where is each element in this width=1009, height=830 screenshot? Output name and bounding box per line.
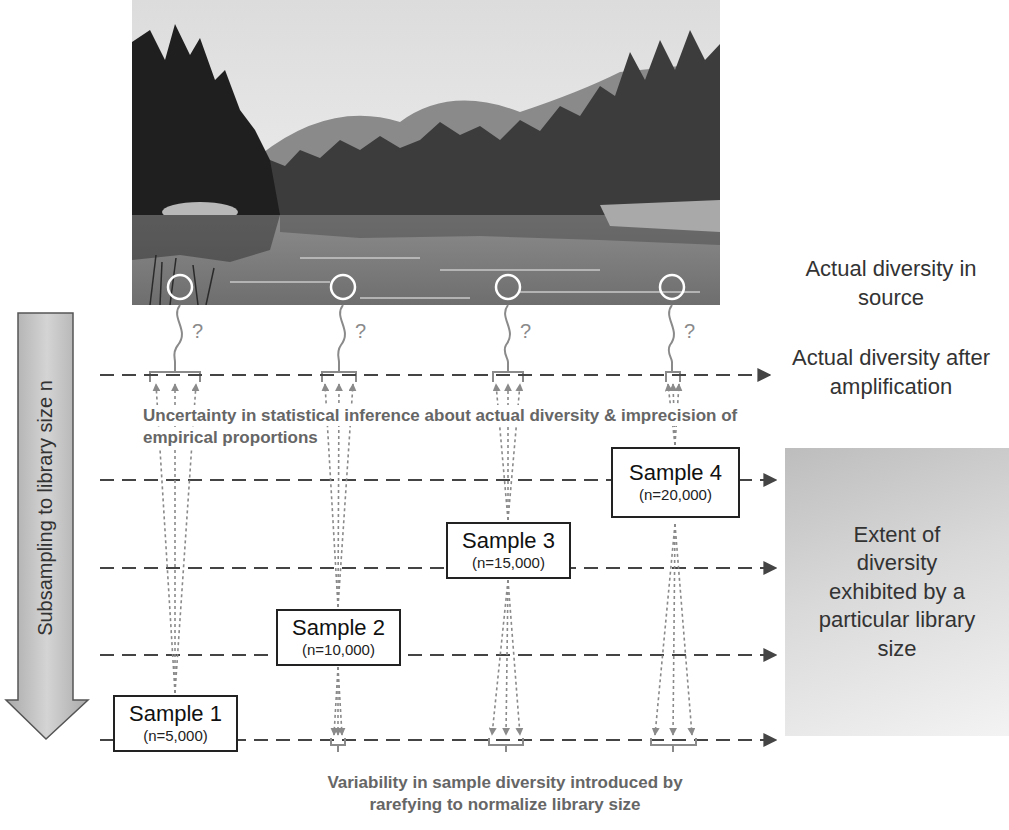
sample-site [660, 275, 684, 299]
question-mark: ? [192, 320, 203, 343]
library-size: (n=10,000) [292, 641, 385, 660]
panel-label: Extent of diversity exhibited by a parti… [815, 521, 980, 664]
dotted-arrow [338, 667, 342, 735]
bracket [666, 362, 680, 382]
marsh-grass [600, 200, 720, 232]
sample-site [168, 275, 192, 299]
wavy-link [338, 305, 345, 362]
bottom-brackets [331, 738, 696, 752]
question-mark: ? [684, 320, 695, 343]
bracket [493, 362, 523, 382]
library-size: (n=5,000) [129, 727, 222, 746]
tree-line [250, 30, 720, 215]
sample-name: Sample 4 [629, 460, 722, 486]
dotted-arrow [337, 667, 339, 735]
sample-name: Sample 2 [292, 615, 385, 641]
ripple [230, 281, 330, 283]
level-label: Actual diversity after amplification [778, 344, 1004, 401]
reed [160, 262, 162, 305]
tree-reflection [132, 215, 280, 262]
bracket [150, 362, 200, 382]
sample-name: Sample 1 [129, 701, 222, 727]
sample-site [331, 275, 355, 299]
sample-box: Sample 4(n=20,000) [611, 447, 740, 518]
sample-box: Sample 3(n=15,000) [446, 522, 571, 579]
subsampling-arrow: Subsampling to library size n [4, 312, 90, 742]
wavy-link [505, 305, 510, 362]
annotation: Uncertainty in statistical inference abo… [141, 405, 739, 448]
sky [132, 0, 720, 305]
pine-trees [132, 24, 280, 215]
dotted-arrow [492, 580, 508, 735]
dotted-arrow [673, 524, 675, 735]
sample-box: Sample 1(n=5,000) [113, 695, 238, 752]
arrow-label: Subsampling to library size n [34, 380, 57, 636]
reed [193, 265, 198, 305]
lake-water [132, 215, 720, 305]
dotted-arrow [508, 580, 520, 735]
sample-site-circles [168, 275, 684, 299]
question-mark: ? [520, 320, 531, 343]
level-label: Actual diversity in source [778, 255, 1004, 312]
reeds [150, 255, 214, 305]
annotation-block: Uncertainty in statistical inference abo… [141, 405, 781, 449]
bracket [489, 738, 523, 752]
reed [150, 255, 156, 305]
bracket [331, 738, 345, 752]
level-line [100, 654, 776, 656]
dotted-arrow [334, 667, 338, 735]
sample-site [496, 275, 520, 299]
dotted-arrow [655, 524, 675, 735]
sample-name: Sample 3 [462, 528, 555, 554]
ripple [520, 291, 700, 293]
reed [206, 268, 214, 305]
bracket [322, 362, 356, 382]
question-mark: ? [355, 320, 366, 343]
sample-box: Sample 2(n=10,000) [276, 609, 401, 666]
uncertain-links [174, 305, 674, 362]
library-size-levels [100, 375, 776, 740]
ripple [440, 269, 600, 271]
dotted-arrow [675, 524, 692, 735]
lake-photo [132, 0, 720, 305]
ripple [300, 257, 420, 259]
bracket [651, 738, 696, 752]
arrow-outline [6, 313, 88, 739]
annotation-block: Variability in sample diversity introduc… [290, 772, 720, 816]
wavy-link [174, 305, 182, 362]
ripple [360, 297, 470, 299]
wavy-link [669, 305, 674, 362]
water-ripples [230, 258, 700, 298]
library-size: (n=15,000) [462, 554, 555, 573]
diversity-panel: Extent of diversity exhibited by a parti… [785, 448, 1009, 736]
top-brackets [150, 362, 680, 382]
library-size: (n=20,000) [629, 486, 722, 505]
annotation: Variability in sample diversity introduc… [325, 772, 684, 815]
dotted-arrow [506, 580, 508, 735]
level-line [100, 374, 770, 376]
